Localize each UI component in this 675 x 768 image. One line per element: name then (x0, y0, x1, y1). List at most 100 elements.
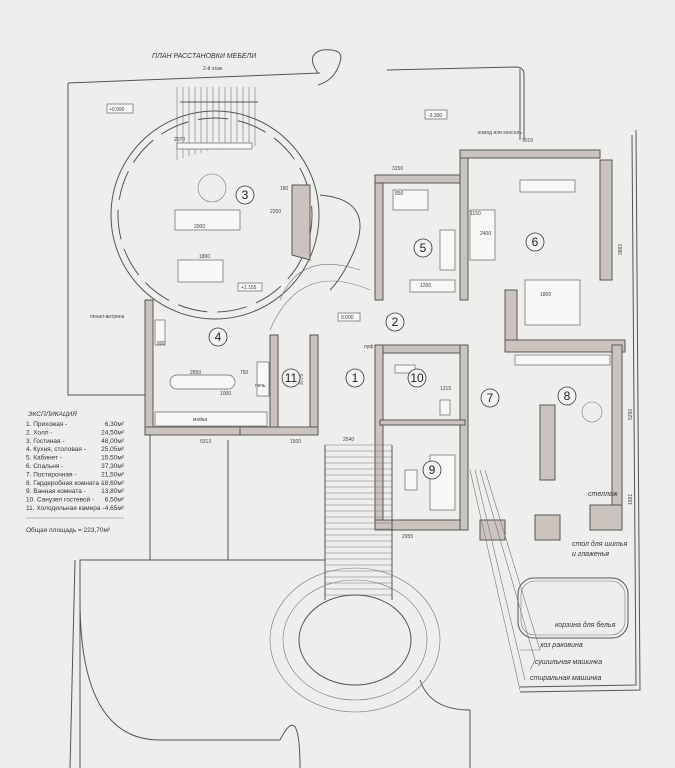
room-number-badge (413, 238, 433, 258)
toilet (404, 469, 418, 491)
room-number-badge (525, 232, 545, 252)
stair-arcs (269, 263, 371, 331)
legend-heading: ЭКСПЛИКАЦИЯ (28, 411, 77, 418)
elevation-hall: 0.000 (341, 315, 354, 321)
legend-item-area: 13,80м² (101, 488, 125, 495)
dim-label: 2000 (194, 224, 205, 230)
kitchen-island (169, 374, 236, 390)
room-number: 7 (487, 391, 494, 405)
dim-label: 1315 (440, 386, 451, 392)
room-3-living: 2070 1800 2000 2200 180 +1.155 (110, 110, 320, 320)
annotation-sewing-table-2: и глаженья (572, 551, 609, 558)
shelving (514, 354, 611, 366)
dim-label: 2650 (190, 370, 201, 376)
plan-title: ПЛАН РАССТАНОВКИ МЕБЕЛИ (152, 53, 257, 60)
toilet (439, 399, 451, 416)
sofa (439, 229, 456, 271)
room-number-badge (385, 312, 405, 332)
legend-item-area: 48,00м² (101, 438, 125, 445)
room-number-badge (407, 368, 427, 388)
legend-item-label: 6. Спальня - (26, 463, 63, 470)
room-number-badge (557, 386, 577, 406)
legend-item-label: 11. Холодильная камера - (26, 505, 104, 512)
dim-label: 3150 (392, 166, 403, 172)
legend-item-label: 10. Санузел гостевой - (26, 496, 94, 504)
dim-label: 3882 (618, 244, 624, 255)
ottoman (581, 401, 603, 423)
legend-item-area: 37,30м² (101, 463, 125, 470)
laundry-basket-area (517, 577, 629, 639)
annotation-utility-sink: хоз раковина (539, 642, 583, 649)
legend-item-area: 24,50м² (101, 429, 125, 436)
elevation-tag (424, 109, 448, 120)
legend: ЭКСПЛИКАЦИЯ Общая площадь = 223,70м² 1. … (26, 411, 125, 534)
room-number: 3 (242, 188, 249, 202)
room-number: 5 (420, 241, 427, 255)
elevation-terrace-left: +0.990 (109, 107, 125, 113)
room-number-badge (235, 185, 255, 205)
dim-label: 1800 (540, 292, 551, 298)
bottom-staircase (324, 444, 393, 600)
lower-terrace (69, 435, 471, 768)
room-number: 1 (352, 371, 359, 385)
elevation-living: +1.155 (241, 285, 257, 291)
dim-label: 5290 (628, 409, 634, 420)
dim-label: 1800 (199, 254, 210, 260)
annotation-sewing-table: стол для шитья (572, 540, 628, 548)
walls (144, 149, 626, 541)
internal-staircase (319, 194, 361, 291)
kitchen-counter (154, 411, 268, 427)
legend-total: Общая площадь = 223,70м² (26, 526, 111, 534)
legend-item-label: 2. Холл - (26, 429, 53, 436)
annotation-kitchen-sink: мойка (193, 416, 207, 423)
room-number: 8 (564, 389, 571, 403)
dim-label: 3775 (299, 374, 305, 385)
dim-label: 850 (395, 191, 404, 197)
annotation-dryer: сушильная машинка (535, 659, 602, 666)
display-cabinet (154, 319, 166, 346)
room-number: 4 (215, 330, 222, 344)
terrace-outline (67, 49, 641, 693)
annotation-cabinet: пенал-витрина (90, 314, 125, 320)
legend-item-area: 15,50м² (101, 455, 125, 462)
dim-label: 1591 (628, 494, 634, 505)
legend-item-label: 4. Кухня, столовая - (26, 446, 86, 453)
dim-label: 2955 (402, 534, 413, 540)
legend-item-label: 7. Постирочная - (26, 471, 77, 478)
dim-label: 800 (157, 341, 166, 347)
sofa (469, 209, 496, 261)
dim-label: 1150 (470, 211, 481, 217)
dim-label: 2400 (480, 231, 491, 237)
plan-subtitle: 2-й этаж (203, 65, 223, 72)
elevation-tag (337, 312, 361, 322)
legend-item-label: 5. Кабинет - (26, 454, 62, 462)
dim-label: 1200 (420, 283, 431, 289)
annotation-laundry-basket: корзина для белья (555, 621, 616, 629)
laundry-annotations: стол для шитья и глаженья корзина для бе… (469, 469, 628, 691)
legend-item-area: 18,60м² (101, 480, 125, 487)
elevation-tag (106, 103, 134, 114)
dim-label: 3010 (522, 138, 533, 144)
legend-item-area: 6,50м² (105, 497, 125, 504)
dim-label: 5313 (200, 439, 211, 445)
room-number: 10 (410, 371, 424, 385)
room-number-badge (422, 460, 442, 480)
room-number: 2 (392, 315, 399, 329)
room-number-badge (281, 368, 301, 388)
legend-item-area: 21,50м² (101, 471, 125, 478)
wardrobe (519, 179, 576, 193)
legend-item-label: 1. Прихожая - (26, 421, 67, 428)
legend-item-area: 6,30м² (105, 421, 125, 428)
legend-item-label: 9. Ванная комната - (26, 488, 86, 495)
dim-label: 2070 (174, 137, 185, 143)
legend-item-label: 3. Гостиная - (26, 438, 64, 445)
room-number-badge (208, 327, 228, 347)
room-number-badge (345, 368, 365, 388)
room-number-badge (480, 388, 500, 408)
elevation-terrace-right: -3.300 (428, 113, 442, 119)
legend-item-label: 8. Гардеробная комната - (26, 479, 103, 487)
room-number: 9 (429, 463, 436, 477)
dim-label: 180 (280, 186, 289, 192)
legend-item-area: 25,05м² (101, 446, 125, 453)
